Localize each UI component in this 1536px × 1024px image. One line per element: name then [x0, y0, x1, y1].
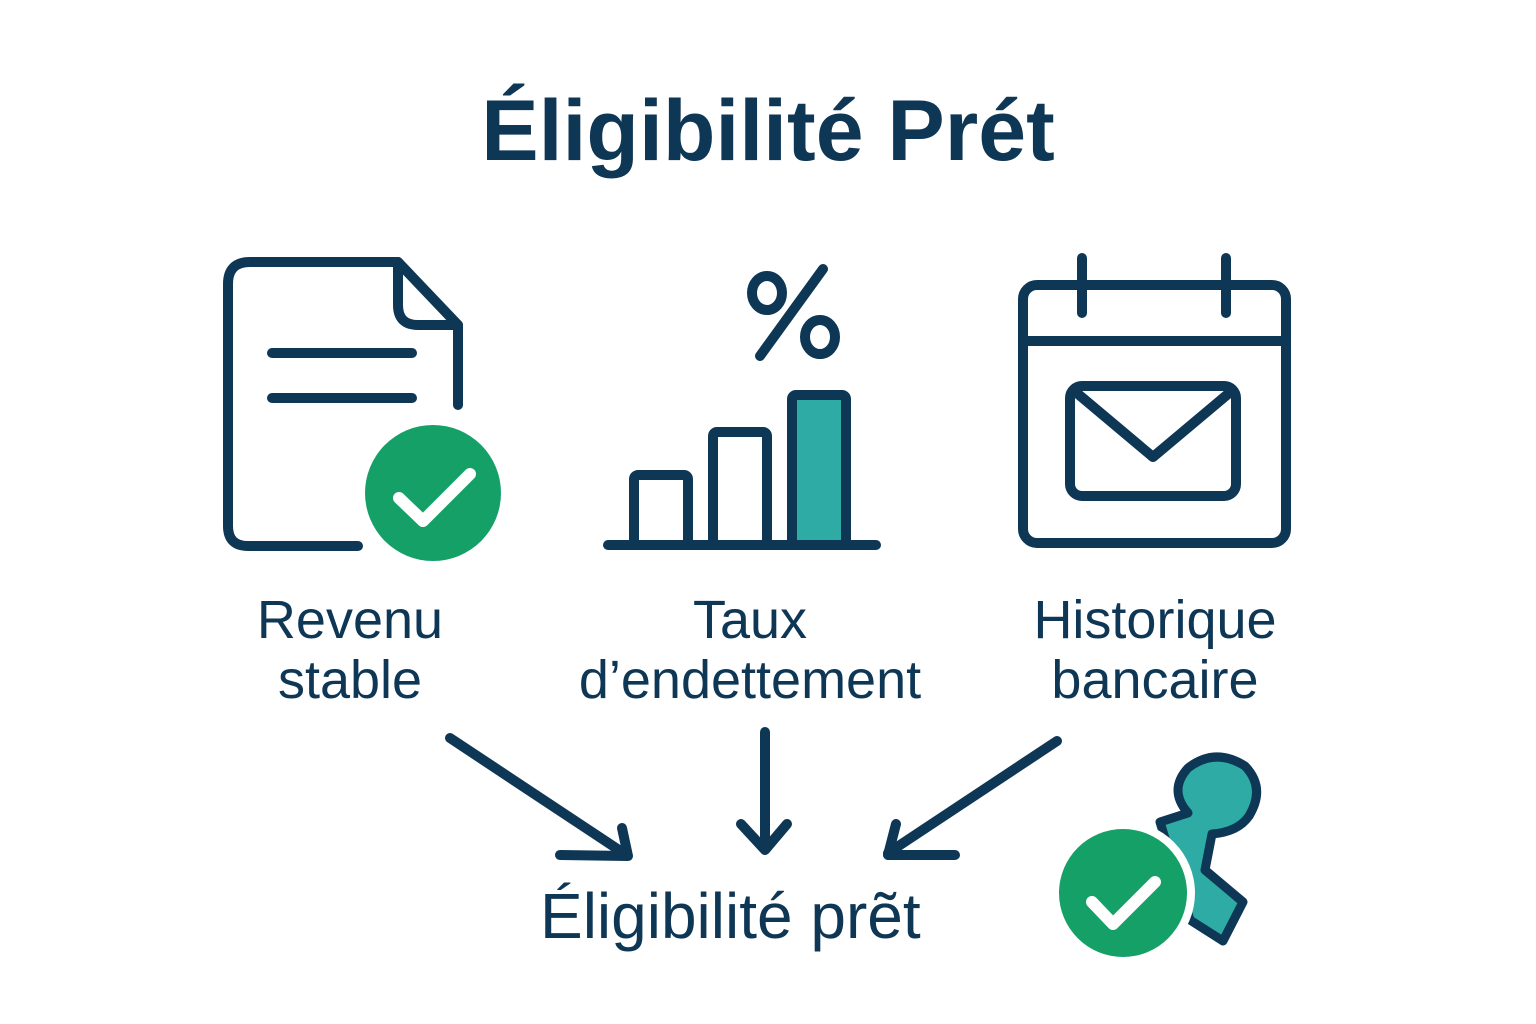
arrow-right-icon	[883, 736, 1062, 860]
calendar-frame	[1018, 280, 1291, 548]
criterion-label-historique: Historique bancaire	[1000, 590, 1310, 710]
criterion-label-line2: d’endettement	[578, 650, 922, 710]
calendar-mail-icon	[1018, 253, 1291, 548]
bar-1	[629, 470, 693, 550]
page-title: Éligibilité Prét	[481, 83, 1055, 179]
criterion-label-endettement: Taux d’endettement	[520, 590, 980, 710]
result-label: Éligibilité prẽt	[540, 880, 921, 952]
bar-3-highlight	[787, 390, 851, 550]
check-circle	[365, 425, 501, 561]
criterion-label-revenu: Revenu stable	[200, 590, 500, 710]
envelope-flap	[1073, 389, 1233, 462]
criterion-label-line1: Historique	[1033, 590, 1277, 650]
arrow-left-icon	[445, 733, 633, 861]
criterion-label-line1: Taux	[692, 590, 808, 650]
stamp-check-icon	[1086, 876, 1161, 930]
document-check-icon	[223, 257, 463, 551]
approval-stamp-check-icon	[1051, 752, 1261, 965]
criterion-label-line1: Revenu	[256, 590, 444, 650]
stamp-check-circle	[1059, 829, 1187, 957]
criterion-label-line2: bancaire	[1051, 650, 1259, 710]
arrow-center-icon	[736, 727, 792, 855]
flow-arrows	[445, 727, 1062, 861]
bar-2	[708, 427, 772, 550]
check-icon	[393, 468, 476, 527]
document-outline	[223, 257, 463, 551]
criterion-label-line2: stable	[277, 650, 423, 710]
percent-icon	[747, 264, 840, 361]
envelope-body	[1065, 381, 1241, 501]
document-fold	[393, 257, 463, 330]
check-badge	[365, 425, 501, 561]
percent-bar-chart-icon	[603, 264, 881, 550]
